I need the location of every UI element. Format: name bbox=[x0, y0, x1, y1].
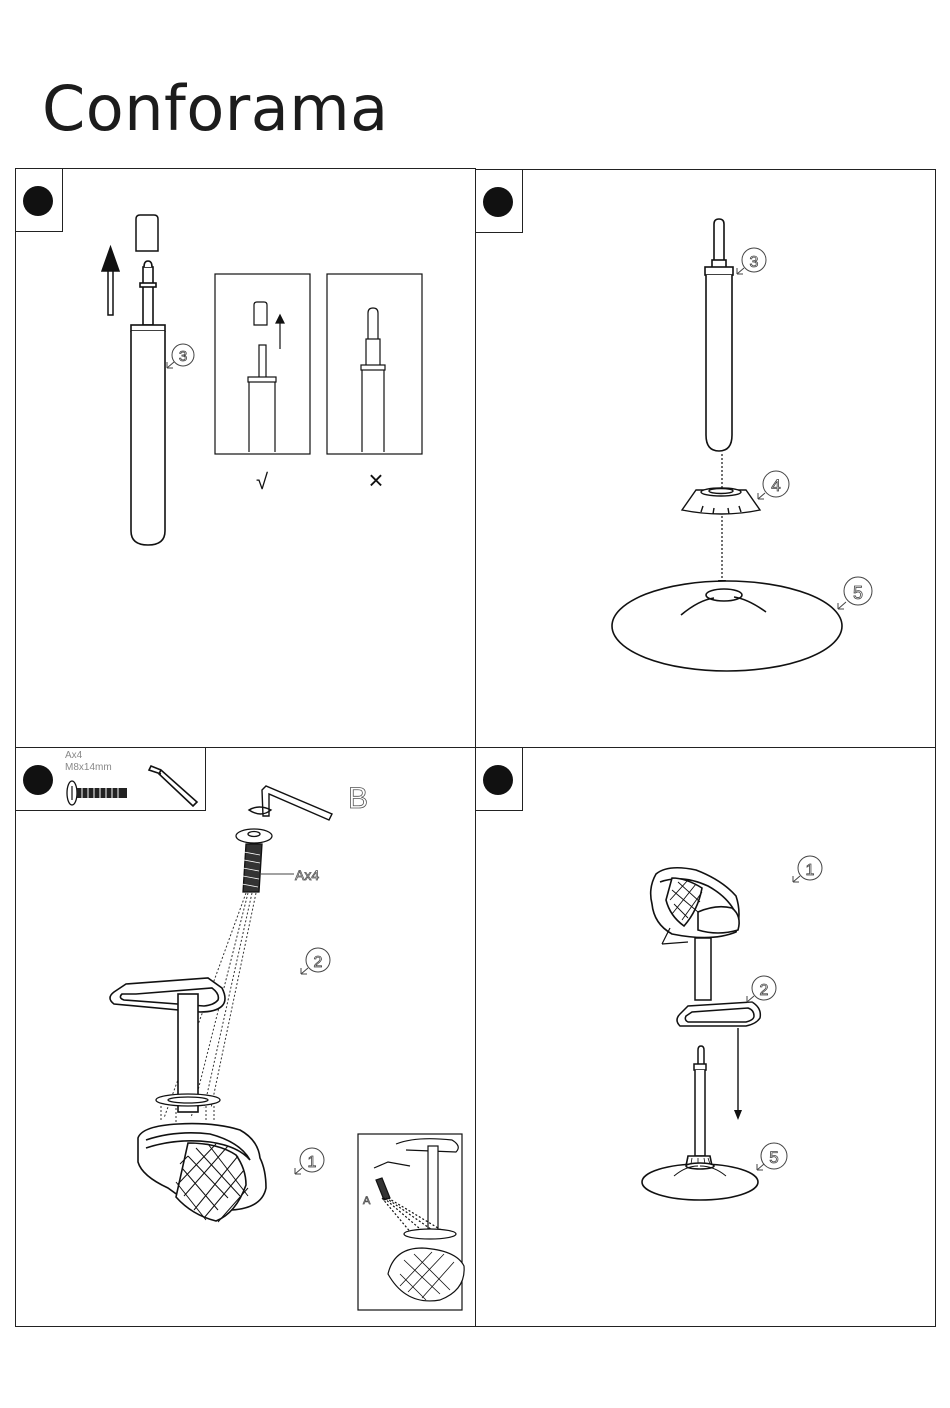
callout-3: 3 bbox=[737, 248, 766, 274]
callout-pointer-icon bbox=[838, 602, 846, 609]
step-marker-icon bbox=[483, 187, 513, 217]
callout-4: 4 bbox=[758, 471, 789, 499]
svg-text:2: 2 bbox=[314, 954, 323, 971]
step-marker-icon bbox=[23, 765, 53, 795]
check-mark: √ bbox=[256, 469, 269, 494]
cross-mark: × bbox=[368, 465, 383, 495]
callout-pointer-icon bbox=[737, 268, 744, 274]
screw-icon bbox=[64, 776, 134, 810]
step-3-illustration: B Ax4 bbox=[16, 748, 476, 1327]
callout-pointer-icon bbox=[758, 493, 765, 499]
mount-plate-part bbox=[156, 1094, 220, 1106]
svg-text:5: 5 bbox=[853, 583, 863, 603]
stem-part bbox=[695, 938, 711, 1000]
step-4-panel: 1 2 5 bbox=[475, 747, 936, 1327]
gas-cylinder-part bbox=[705, 219, 733, 451]
svg-text:3: 3 bbox=[179, 348, 187, 365]
callout-pointer-icon bbox=[167, 362, 174, 368]
footrest-part bbox=[677, 1002, 760, 1026]
allen-key-icon bbox=[133, 748, 205, 810]
callout-2: 2 bbox=[747, 976, 776, 1002]
seat-part bbox=[138, 1124, 266, 1222]
step-marker-icon bbox=[23, 186, 53, 216]
tool-label-b: B bbox=[348, 782, 368, 815]
svg-text:2: 2 bbox=[760, 982, 769, 999]
cap-part bbox=[136, 215, 158, 251]
step-number-box bbox=[16, 169, 63, 232]
step-2-illustration: 3 4 5 bbox=[476, 170, 936, 748]
step-number-box bbox=[16, 748, 63, 811]
inset-detail-box bbox=[358, 1134, 464, 1310]
base-plate-part bbox=[612, 581, 842, 671]
svg-text:1: 1 bbox=[806, 862, 815, 879]
seat-part bbox=[651, 868, 739, 944]
gas-cylinder-part bbox=[131, 261, 165, 545]
callout-2: 2 bbox=[301, 948, 330, 974]
arrow-down-icon bbox=[734, 1110, 742, 1120]
step-number-box bbox=[476, 748, 523, 811]
callout-ax4: Ax4 bbox=[295, 867, 319, 883]
callout-pointer-icon bbox=[747, 996, 754, 1002]
hardware-box: Ax4 M8x14mm bbox=[62, 748, 134, 811]
screw-icon bbox=[236, 829, 272, 892]
incorrect-example-box bbox=[327, 274, 422, 454]
step-1-panel: 3 √ × bbox=[15, 168, 476, 748]
hardware-qty: Ax4 bbox=[65, 750, 82, 762]
base-cover-part bbox=[682, 488, 760, 514]
gas-cylinder-part bbox=[694, 1046, 706, 1156]
callout-5: 5 bbox=[757, 1143, 787, 1170]
base-plate-part bbox=[642, 1156, 758, 1200]
hardware-spec: M8x14mm bbox=[65, 762, 112, 774]
step-2-panel: 3 4 5 bbox=[475, 169, 936, 748]
correct-example-box bbox=[215, 274, 310, 454]
arrow-up-icon bbox=[102, 247, 119, 315]
callout-1: 1 bbox=[295, 1148, 324, 1174]
svg-text:4: 4 bbox=[771, 476, 780, 495]
step-1-illustration: 3 √ × bbox=[16, 169, 476, 748]
step-marker-icon bbox=[483, 765, 513, 795]
tool-box bbox=[133, 748, 206, 811]
inset-label-a: A bbox=[363, 1195, 371, 1207]
footrest-part bbox=[110, 978, 225, 1112]
allen-key-icon bbox=[249, 786, 332, 820]
callout-5: 5 bbox=[838, 577, 872, 609]
step-number-box bbox=[476, 170, 523, 233]
callout-3: 3 bbox=[167, 344, 194, 368]
svg-text:5: 5 bbox=[769, 1148, 778, 1167]
step-3-panel: B Ax4 bbox=[15, 747, 476, 1327]
callout-pointer-icon bbox=[301, 968, 308, 974]
callout-pointer-icon bbox=[793, 876, 800, 882]
brand-logo: Conforama bbox=[42, 72, 389, 145]
svg-text:1: 1 bbox=[308, 1154, 317, 1171]
callout-pointer-icon bbox=[757, 1164, 764, 1170]
svg-text:3: 3 bbox=[750, 254, 759, 271]
step-4-illustration: 1 2 5 bbox=[476, 748, 936, 1327]
callout-pointer-icon bbox=[295, 1168, 302, 1174]
callout-1: 1 bbox=[793, 856, 822, 882]
